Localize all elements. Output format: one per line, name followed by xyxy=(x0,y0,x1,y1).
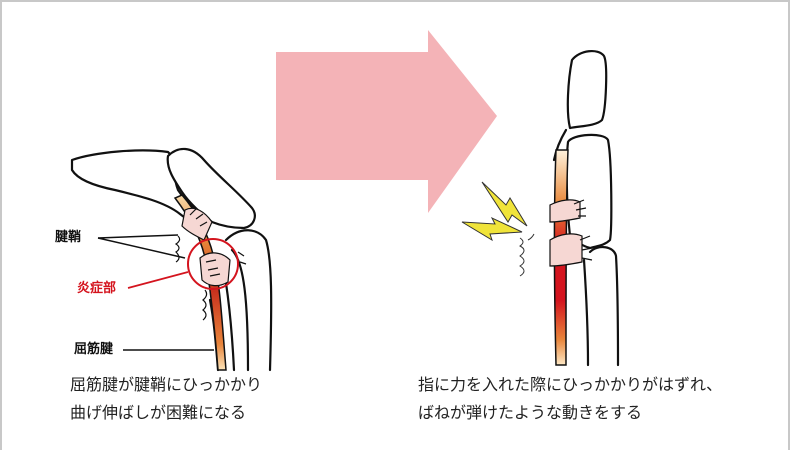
bent-finger xyxy=(70,147,273,372)
flexor-tendon-label: 屈筋腱 xyxy=(74,342,114,357)
straight-finger xyxy=(552,50,620,367)
tendon-sheath-right xyxy=(549,199,593,267)
left-caption: 屈筋腱が腱鞘にひっかかり 曲げ伸ばしが困難になる xyxy=(70,371,262,427)
right-caption-line-1: 指に力を入れた際にひっかかりがはずれ、 xyxy=(418,375,723,394)
leader-lines xyxy=(97,234,214,351)
right-caption: 指に力を入れた際にひっかかりがはずれ、 ばねが弾けたような動きをする xyxy=(418,371,722,427)
left-caption-line-2: 曲げ伸ばしが困難になる xyxy=(70,403,247,422)
left-caption-line-1: 屈筋腱が腱鞘にひっかかり xyxy=(70,375,263,394)
tendon-sheath-label: 腱鞘 xyxy=(55,230,82,245)
snap-lightning-icon xyxy=(461,181,528,242)
right-caption-line-2: ばねが弾けたような動きをする xyxy=(418,403,643,422)
vibration-lines xyxy=(519,233,535,277)
inflamed-area-circle xyxy=(187,238,239,290)
transition-arrow xyxy=(276,30,497,213)
inflamed-area-label: 炎症部 xyxy=(77,281,117,296)
tendon-sheath-left xyxy=(174,207,247,321)
